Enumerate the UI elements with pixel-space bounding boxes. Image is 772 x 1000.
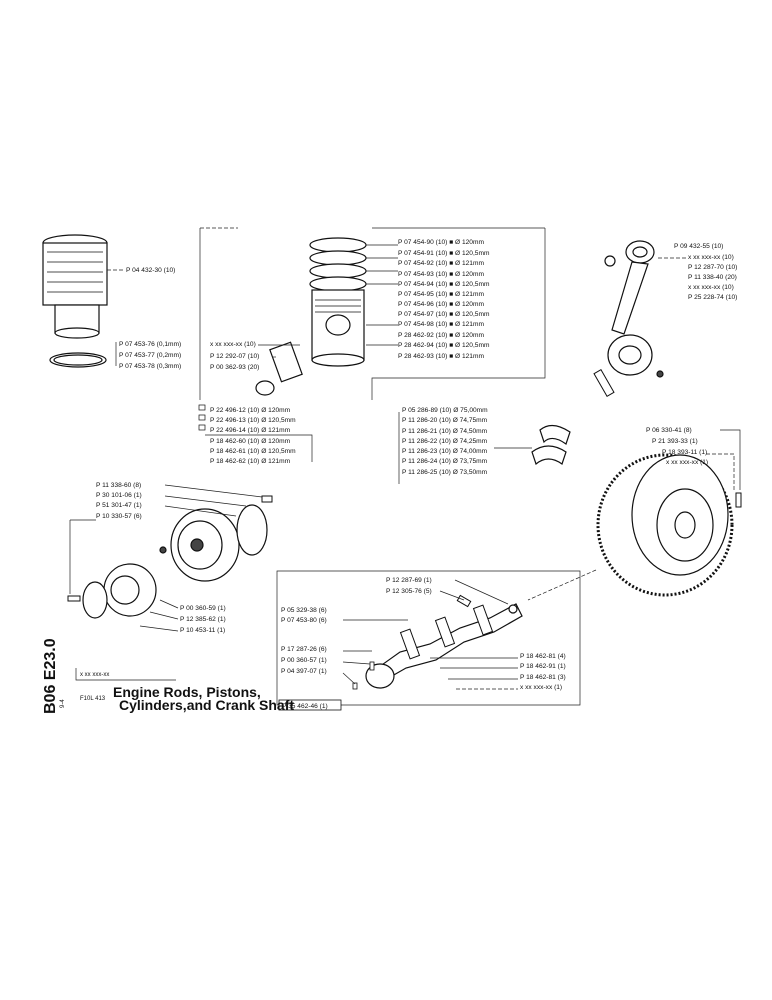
label-bearing-3: P 11 286-21 (10) Ø 74,50mm <box>402 428 488 435</box>
label-ring-8: P 07 454-97 (10) ■ Ø 120,5mm <box>398 311 490 318</box>
connecting-rod-group: P 09 432-55 (10) x xx xxx-xx (10) P 12 2… <box>593 240 737 397</box>
label-piston-xx: x xx xxx-xx (10) <box>210 341 256 348</box>
label-ring-9: P 07 454-98 (10) ■ Ø 121mm <box>398 321 484 328</box>
label-crank-plug: P 12 305-76 (5) <box>386 588 432 595</box>
label-flywheel-xx: x xx xxx-xx (1) <box>666 459 708 466</box>
label-ring-2: P 07 454-91 (10) ■ Ø 120,5mm <box>398 250 490 257</box>
model-code: F10L 413 <box>80 696 106 702</box>
sheet-page: 9-4 <box>60 699 66 708</box>
label-ring-gear: P 21 393-33 (1) <box>652 438 698 445</box>
label-bearing-4: P 11 286-22 (10) Ø 74,25mm <box>402 438 488 445</box>
cylinder-liner-drawing <box>42 234 108 368</box>
label-liner-kit-2: P 22 496-13 (10) Ø 120,5mm <box>210 417 296 424</box>
label-ring-7: P 07 454-96 (10) ■ Ø 120mm <box>398 301 484 308</box>
label-crank-xx: x xx xxx-xx (1) <box>520 684 562 691</box>
page-title-line-1: Engine Rods, Pistons, <box>113 684 261 700</box>
label-ring-1: P 07 454-90 (10) ■ Ø 120mm <box>398 239 484 246</box>
label-rod-assembly: P 09 432-55 (10) <box>674 243 723 250</box>
bearing-shells-drawing <box>531 424 571 466</box>
label-flywheel-1: P 18 393-11 (1) <box>662 449 707 456</box>
label-liner-set-2: P 18 462-61 (10) Ø 120,5mm <box>210 448 296 455</box>
crankshaft-group: P 12 287-69 (1) P 12 305-76 (5) P 05 329… <box>276 570 581 711</box>
label-liner-kit-3: P 22 496-14 (10) Ø 121mm <box>210 427 291 434</box>
bearing-shells-group: P 05 286-89 (10) Ø 75,00mm P 11 286-20 (… <box>398 407 571 484</box>
label-bearing-2: P 11 286-20 (10) Ø 74,75mm <box>402 417 488 424</box>
label-piston-2: P 28 462-94 (10) ■ Ø 120,5mm <box>398 342 490 349</box>
label-hub: P 10 453-11 (1) <box>180 627 225 634</box>
label-crank-gear-pin: P 12 287-69 (1) <box>386 577 432 584</box>
label-pin-retainer: P 12 292-07 (10) <box>210 353 259 360</box>
label-liner-kit-1: P 22 496-12 (10) Ø 120mm <box>210 407 291 414</box>
label-ring-3: P 07 454-92 (10) ■ Ø 121mm <box>398 260 484 267</box>
crankshaft-drawing <box>352 594 523 690</box>
label-pulley-screw: P 10 330-57 (6) <box>96 513 142 520</box>
piston-group: P 07 454-90 (10) ■ Ø 120mm P 07 454-91 (… <box>198 227 546 465</box>
label-crank-dowel: P 00 360-57 (1) <box>281 657 327 664</box>
label-ring-4: P 07 454-93 (10) ■ Ø 120mm <box>398 271 484 278</box>
label-piston-1: P 28 462-92 (10) ■ Ø 120mm <box>398 332 484 339</box>
label-ring-6: P 07 454-95 (10) ■ Ø 121mm <box>398 291 484 298</box>
label-main-bearing-4: P 18 462-81 (4) <box>520 653 566 660</box>
label-rod-xx-2: x xx xxx-xx (10) <box>688 284 734 291</box>
label-crank-key: P 05 329-38 (6) <box>281 607 327 614</box>
flywheel-drawing <box>596 453 742 597</box>
connecting-rod-drawing <box>593 240 664 397</box>
label-crank-pin: P 04 397-07 (1) <box>281 668 327 675</box>
cylinder-liner-group: P 04 432-30 (10) P 07 453-76 (0,1mm) P 0… <box>42 234 181 370</box>
label-piston-3: P 28 462-93 (10) ■ Ø 121mm <box>398 353 484 360</box>
label-crank-gear: P 07 453-80 (6) <box>281 617 327 624</box>
title-block: B06 E23.0 9-4 x xx xxx-xx F10L 413 Engin… <box>42 638 294 714</box>
label-shim-3: P 07 453-78 (0,3mm) <box>119 363 181 370</box>
label-rod-nut: P 11 338-40 (20) <box>688 274 737 281</box>
label-pulley-bolt: P 11 338-60 (8) <box>96 482 141 489</box>
flywheel-group: P 06 330-41 (8) P 21 393-33 (1) P 18 393… <box>527 427 742 601</box>
label-rod-bolt: P 12 287-70 (10) <box>688 264 737 271</box>
label-cylinder-liner: P 04 432-30 (10) <box>126 267 175 274</box>
label-piston-pin: P 00 362-93 (20) <box>210 364 259 371</box>
page-title-line-2: Cylinders,and Crank Shaft <box>119 697 294 713</box>
label-liner-set-1: P 18 462-60 (10) Ø 120mm <box>210 438 291 445</box>
label-main-bearing-1: P 18 462-91 (1) <box>520 663 566 670</box>
label-shim-1: P 07 453-76 (0,1mm) <box>119 341 181 348</box>
label-bearing-7: P 11 286-25 (10) Ø 73,50mm <box>402 469 488 476</box>
pulley-drawing <box>67 495 273 619</box>
label-crankshaft: P 35 462-46 (1) <box>282 703 328 710</box>
label-bearing-1: P 05 286-89 (10) Ø 75,00mm <box>402 407 488 414</box>
label-pulley-plate: P 51 301-47 (1) <box>96 502 142 509</box>
label-crank-seal: P 17 287-26 (6) <box>281 646 327 653</box>
label-bearing-6: P 11 286-24 (10) Ø 73,75mm <box>402 458 488 465</box>
label-rod-xx-1: x xx xxx-xx (10) <box>688 254 734 261</box>
group-code: x xx xxx-xx <box>80 672 109 678</box>
label-flywheel-bolt: P 06 330-41 (8) <box>646 427 692 434</box>
label-ring-5: P 07 454-94 (10) ■ Ø 120,5mm <box>398 281 490 288</box>
label-bearing-5: P 11 286-23 (10) Ø 74,00mm <box>402 448 488 455</box>
piston-rings-drawing <box>255 237 367 396</box>
label-shim-2: P 07 453-77 (0,2mm) <box>119 352 181 359</box>
sheet-code: B06 E23.0 <box>42 638 59 714</box>
label-damper: P 00 360-59 (1) <box>180 605 226 612</box>
label-rod-bushing: P 25 228-74 (10) <box>688 294 737 301</box>
label-main-bearing-3: P 18 462-81 (3) <box>520 674 566 681</box>
label-pulley-washer: P 30 101-06 (1) <box>96 492 142 499</box>
label-liner-set-3: P 18 462-62 (10) Ø 121mm <box>210 458 291 465</box>
pulley-group: P 11 338-60 (8) P 30 101-06 (1) P 51 301… <box>67 482 273 634</box>
label-pulley: P 12 385-62 (1) <box>180 616 226 623</box>
